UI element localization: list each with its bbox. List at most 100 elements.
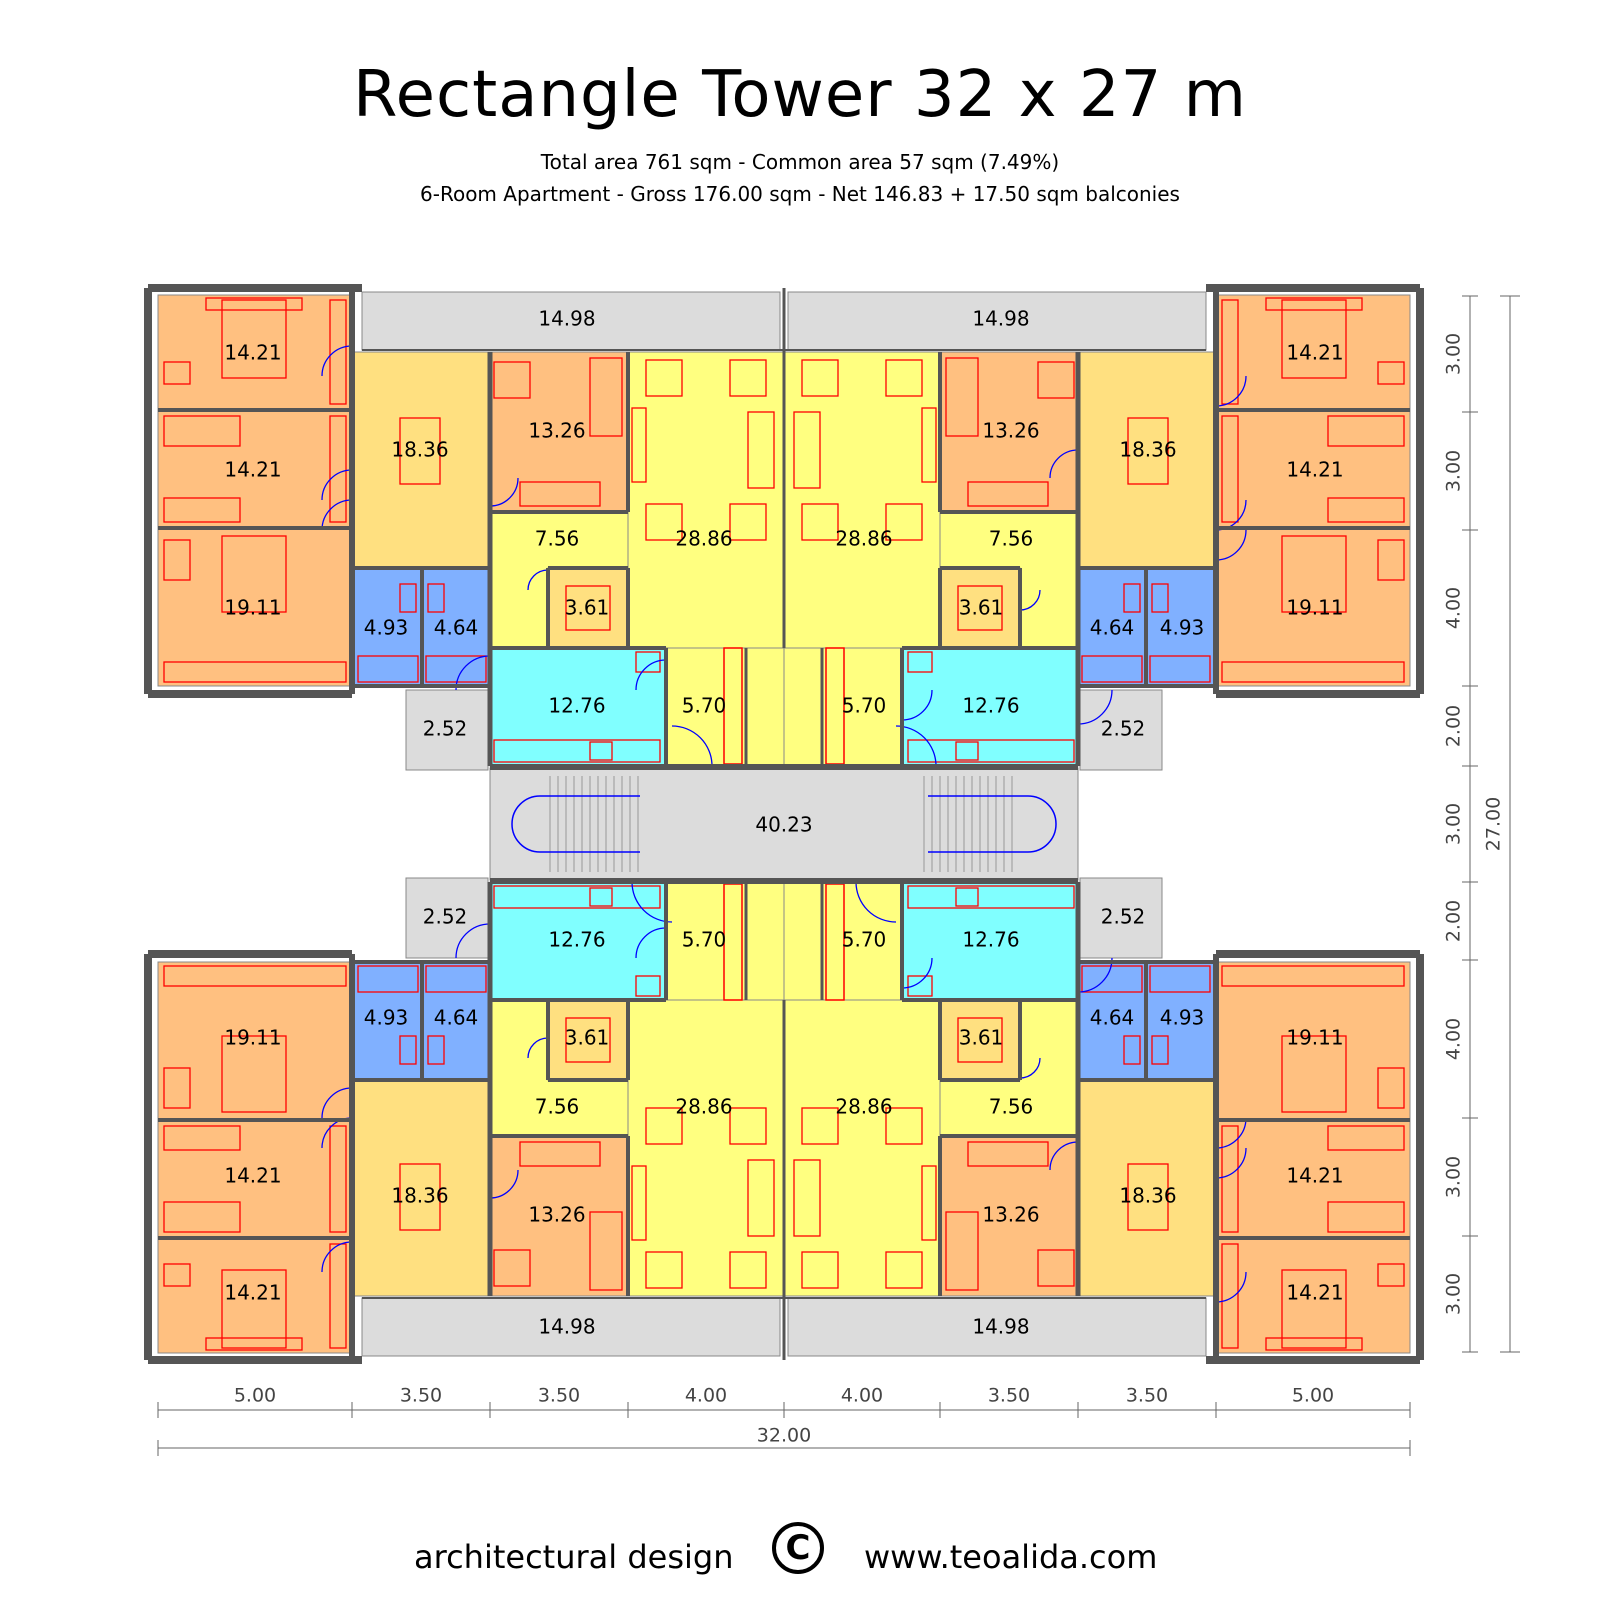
- door-swing: [1019, 589, 1041, 611]
- nightstand-icon: [1377, 1067, 1405, 1109]
- footer-website: www.teoalida.com: [864, 1538, 1158, 1576]
- bathtub-icon: [357, 965, 419, 993]
- door-swing: [321, 469, 353, 501]
- balcony: [787, 1297, 1207, 1357]
- room-label-bedroom: 14.21: [1286, 341, 1343, 365]
- copyright-icon: C: [772, 1522, 824, 1574]
- room-label-bedroom: 14.21: [1286, 458, 1343, 482]
- room-label-hall: 7.56: [989, 1095, 1034, 1119]
- armchair-icon: [645, 1107, 683, 1145]
- bathtub-icon: [1149, 965, 1211, 993]
- door-swing: [1215, 1271, 1247, 1303]
- room-label-kitchen: 12.76: [548, 694, 605, 718]
- tv-unit-icon: [631, 1165, 647, 1241]
- wardrobe-icon: [967, 1141, 1049, 1167]
- wardrobe-icon: [519, 1141, 601, 1167]
- dimension-label: 2.00: [1443, 705, 1465, 747]
- room-label-living: 28.86: [835, 527, 892, 551]
- bed-icon: [1281, 535, 1347, 613]
- armchair-icon: [729, 1251, 767, 1289]
- bathroom: [1145, 961, 1217, 1081]
- subtitle-apartment: 6-Room Apartment - Gross 176.00 sqm - Ne…: [420, 182, 1180, 206]
- room-label-bathroom: 4.64: [1090, 1006, 1135, 1030]
- bedroom: [1215, 409, 1411, 529]
- room-label-entry: 5.70: [842, 694, 887, 718]
- fridge-icon: [635, 651, 661, 673]
- dining-table-icon: [1127, 1163, 1169, 1231]
- subtitle-areas: Total area 761 sqm - Common area 57 sqm …: [540, 150, 1060, 174]
- door-swing: [321, 345, 353, 377]
- door-swing: [1215, 1117, 1247, 1149]
- bathroom: [421, 567, 491, 687]
- bed-icon: [221, 299, 287, 379]
- armchair-icon: [729, 1107, 767, 1145]
- nightstand-icon: [1377, 1263, 1405, 1287]
- balcony: [361, 291, 781, 351]
- entry: [665, 647, 747, 767]
- dining-room: [1077, 1079, 1217, 1297]
- room-label-bathroom: 4.64: [1090, 616, 1135, 640]
- room-label-living: 28.86: [675, 1095, 732, 1119]
- room-label-small-balcony: 2.52: [1101, 905, 1146, 929]
- bed-icon: [1281, 1035, 1347, 1113]
- door-swing: [635, 659, 667, 691]
- room-label-bedroom: 14.21: [224, 458, 281, 482]
- room-label-hall: 7.56: [989, 527, 1034, 551]
- dimension-label: 2.00: [1443, 900, 1465, 942]
- nightstand-icon: [1377, 361, 1405, 385]
- door-swing: [455, 923, 491, 959]
- room-label-dining: 18.36: [1119, 438, 1176, 462]
- sofa-icon: [747, 411, 775, 489]
- bed-icon: [163, 497, 241, 523]
- armchair-icon: [645, 359, 683, 397]
- balcony: [787, 291, 1207, 351]
- stair-arrow: [511, 795, 640, 853]
- room-label-common-hall: 40.23: [755, 813, 812, 837]
- kitchen-counter-icon: [493, 885, 661, 909]
- room-label-bedroom: 19.11: [224, 596, 281, 620]
- bed-icon: [221, 535, 287, 613]
- room-label-bedroom: 14.21: [224, 1164, 281, 1188]
- small-balcony: [1079, 877, 1163, 959]
- room-label-kitchen: 12.76: [962, 928, 1019, 952]
- bathtub-icon: [1149, 655, 1211, 683]
- desk-icon: [589, 357, 623, 437]
- room-label-bathroom: 4.93: [364, 616, 409, 640]
- bed-icon: [1327, 1125, 1405, 1151]
- dimension-total-height: 27.00: [1483, 797, 1505, 851]
- closet: [547, 567, 629, 649]
- dimension-label: 3.50: [400, 1385, 442, 1407]
- door-swing: [321, 1087, 353, 1119]
- shelf-icon: [565, 1017, 611, 1063]
- door-swing: [635, 927, 667, 959]
- sofa-icon: [793, 1159, 821, 1237]
- bed-headboard-icon: [205, 297, 303, 311]
- fridge-icon: [907, 651, 933, 673]
- nightstand-icon: [163, 361, 191, 385]
- wardrobe-icon: [163, 965, 347, 987]
- room-label-bedroom: 14.21: [224, 1281, 281, 1305]
- nightstand-icon: [493, 1249, 531, 1287]
- wardrobe-icon: [1221, 1243, 1239, 1349]
- wardrobe-icon: [1221, 415, 1239, 523]
- bedroom: [157, 1237, 353, 1354]
- armchair-icon: [885, 503, 923, 541]
- room-label-bathroom: 4.93: [1160, 1006, 1205, 1030]
- kitchen-counter-icon: [493, 739, 661, 763]
- stove-icon: [589, 887, 613, 907]
- room-label-bedroom: 13.26: [982, 1203, 1039, 1227]
- door-swing: [527, 569, 549, 591]
- stove-icon: [589, 741, 613, 761]
- dining-table-icon: [399, 417, 441, 485]
- room-label-living: 28.86: [835, 1095, 892, 1119]
- tv-unit-icon: [631, 407, 647, 483]
- door-swing: [1049, 1141, 1079, 1171]
- door-swing: [1215, 375, 1247, 407]
- stove-icon: [955, 741, 979, 761]
- bed-headboard-icon: [1265, 297, 1363, 311]
- room-label-balcony: 14.98: [538, 307, 595, 331]
- living-room: [783, 351, 941, 649]
- armchair-icon: [801, 503, 839, 541]
- room-label-balcony: 14.98: [972, 1315, 1029, 1339]
